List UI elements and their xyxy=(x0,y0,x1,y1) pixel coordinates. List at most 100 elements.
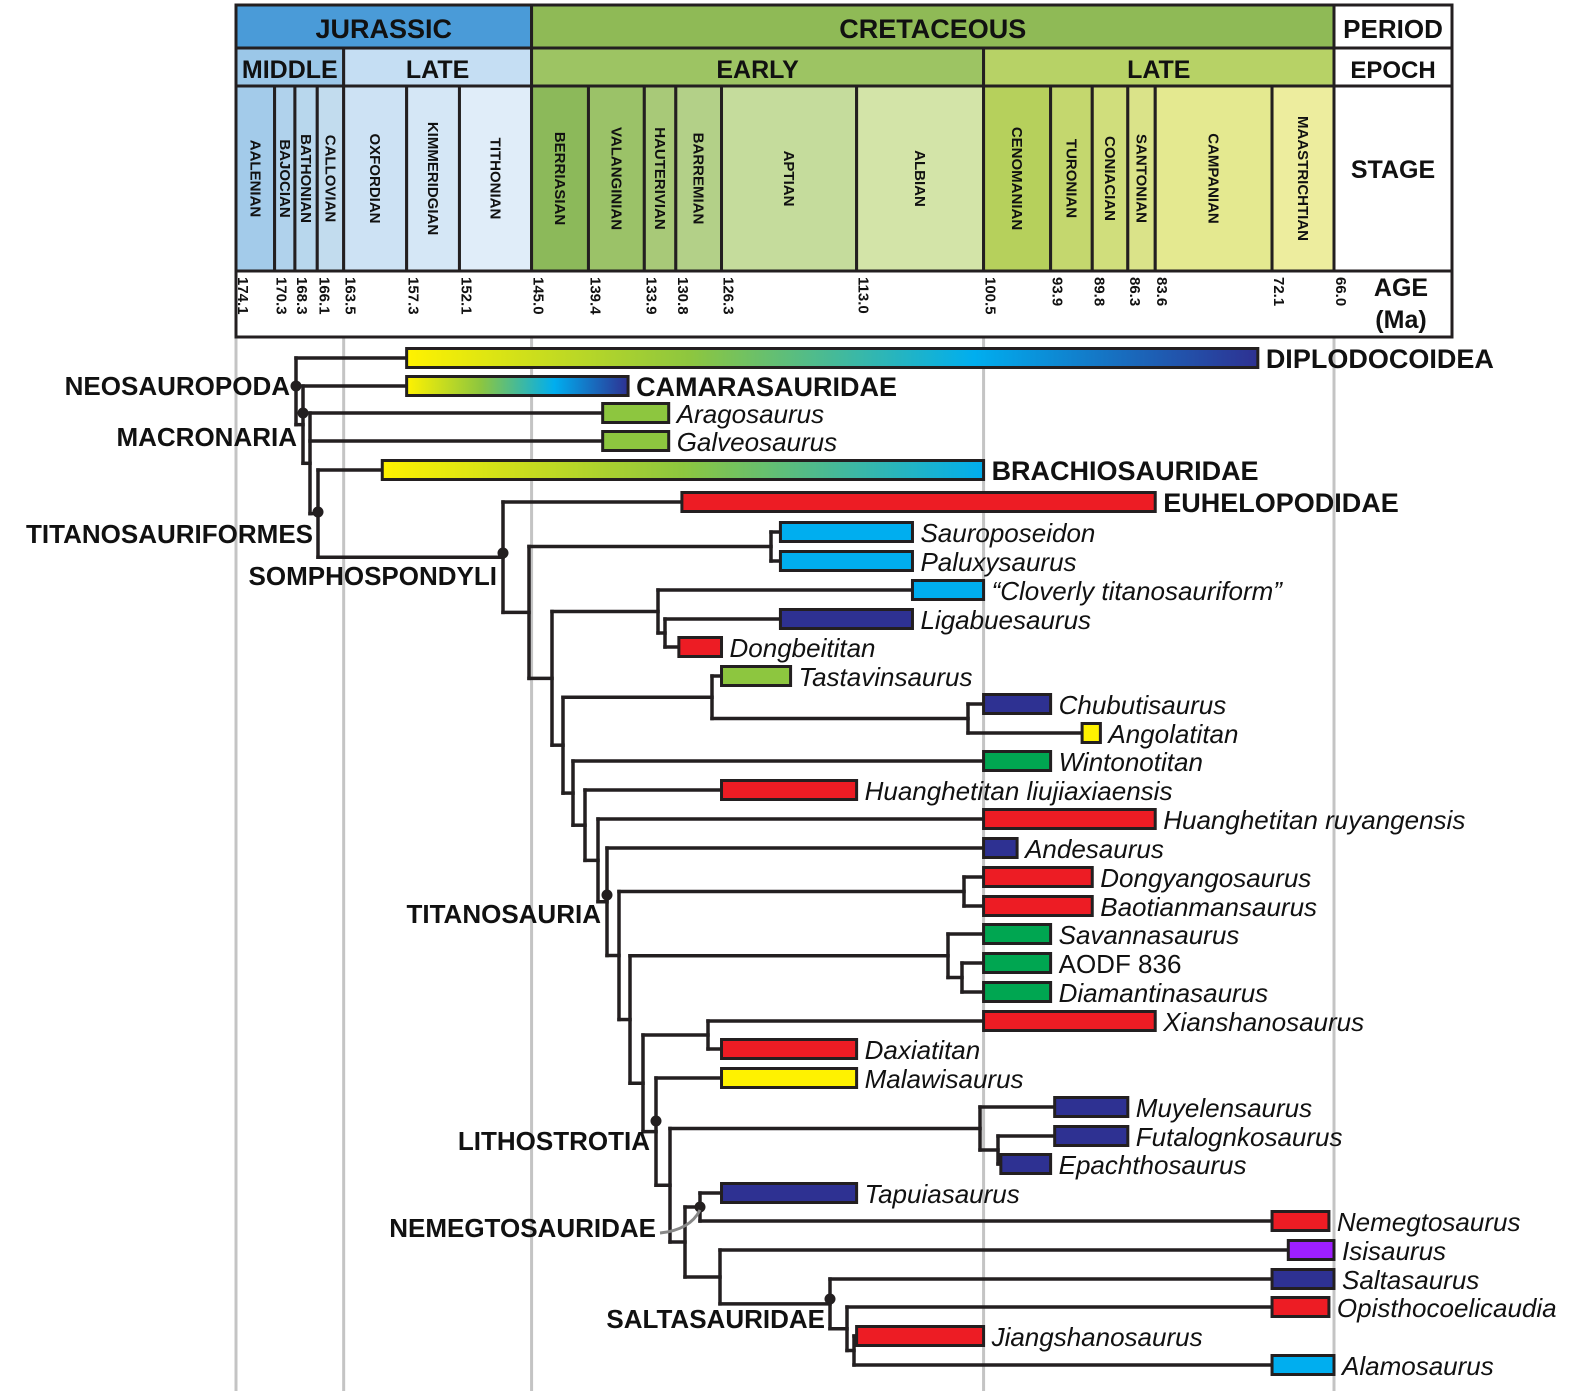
age-tick-label: 100.5 xyxy=(982,277,999,315)
range-bar-euhelopodidae xyxy=(680,491,1157,513)
taxon-label-saltasaurus: Saltasaurus xyxy=(1342,1265,1479,1295)
range-bar-huanghetitan-ruyangensis xyxy=(982,808,1157,830)
taxon-label-daxiatitan: Daxiatitan xyxy=(865,1035,981,1065)
age-tick-label: 174.1 xyxy=(234,277,251,315)
taxon-label-sauroposeidon: Sauroposeidon xyxy=(920,518,1095,548)
age-tick-label: 72.1 xyxy=(1270,277,1287,306)
range-bar-tastavinsaurus xyxy=(720,665,793,687)
stage-cell-aptian xyxy=(720,84,859,273)
taxon-label-nemegtosaurus: Nemegtosaurus xyxy=(1337,1207,1521,1237)
stage-cell-kimmeridgian xyxy=(405,84,461,273)
range-bar-xianshanosaurus xyxy=(982,1010,1157,1032)
range-bar-dongyangosaurus xyxy=(982,866,1094,888)
taxon-label-muyelensaurus: Muyelensaurus xyxy=(1136,1093,1312,1123)
stage-label: AALENIAN xyxy=(246,140,263,218)
age-tick-label: 166.1 xyxy=(315,277,332,315)
period-label: CRETACEOUS xyxy=(839,14,1026,44)
stage-label: CALLOVIAN xyxy=(321,135,338,223)
range-bar-dongbeititan xyxy=(677,636,724,658)
age-tick-label: 126.3 xyxy=(720,277,737,315)
range-bar-alamosaurus xyxy=(1270,1354,1336,1376)
taxon-label-diplodocoidea: DIPLODOCOIDEA xyxy=(1266,344,1494,374)
taxon-label-wintonotitan: Wintonotitan xyxy=(1059,747,1203,777)
range-bar-andesaurus xyxy=(982,837,1019,859)
taxon-label-galveosaurus: Galveosaurus xyxy=(677,427,837,457)
clade-label-lithostrotia: LITHOSTROTIA xyxy=(458,1126,650,1156)
range-bar-huanghetitan-liujiaxiaensis xyxy=(720,779,859,801)
range-bar-savannasaurus xyxy=(982,923,1053,945)
range-bar-wintonotitan xyxy=(982,750,1053,772)
range-bar-epachthosaurus xyxy=(999,1153,1053,1175)
range-bar-muyelensaurus xyxy=(1053,1096,1130,1118)
stage-cell-barremian xyxy=(674,84,724,273)
node-dot-lithostrotia xyxy=(650,1115,662,1127)
node-dot-saltasauridae xyxy=(824,1293,836,1305)
range-bar-aragosaurus xyxy=(601,402,671,424)
taxon-label-xianshanosaurus: Xianshanosaurus xyxy=(1162,1007,1364,1037)
taxon-label-camarasauridae: CAMARASAURIDAE xyxy=(636,372,897,402)
period-row-label: PERIOD xyxy=(1343,14,1443,44)
stage-label: KIMMERIDGIAN xyxy=(424,122,441,235)
range-bar-ligabuesaurus xyxy=(778,608,914,630)
taxon-label-paluxysaurus: Paluxysaurus xyxy=(920,547,1076,577)
range-bar-chubutisaurus xyxy=(982,693,1053,715)
range-bar-baotianmansaurus xyxy=(982,895,1094,917)
taxon-labels: DIPLODOCOIDEA CAMARASAURIDAEAragosaurusGa… xyxy=(636,344,1557,1381)
taxon-label-jiangshanosaurus: Jiangshanosaurus xyxy=(991,1322,1203,1352)
age-tick-label: 170.3 xyxy=(273,277,290,315)
taxon-label-savannasaurus: Savannasaurus xyxy=(1059,920,1240,950)
stage-label: BARREMIAN xyxy=(690,133,707,225)
taxon-label-alamosaurus: Alamosaurus xyxy=(1340,1351,1494,1381)
taxon-label-tastavinsaurus: Tastavinsaurus xyxy=(799,662,973,692)
taxon-label-andesaurus: Andesaurus xyxy=(1023,834,1164,864)
stratigraphic-range-bars xyxy=(380,347,1336,1376)
node-dot-titanosauriformes xyxy=(312,506,324,518)
cladogram-branches xyxy=(294,356,1291,1367)
taxon-label-futalognkosaurus: Futalognkosaurus xyxy=(1136,1122,1343,1152)
clade-node-markers xyxy=(290,380,836,1305)
clade-label-nemegtosauridae: NEMEGTOSAURIDAE xyxy=(389,1213,656,1243)
age-tick-label: 152.1 xyxy=(457,277,474,315)
taxon-label-chubutisaurus: Chubutisaurus xyxy=(1059,690,1227,720)
stage-label: HAUTERIVIAN xyxy=(651,127,668,230)
range-bar-galveosaurus xyxy=(601,430,671,452)
age-tick-label: 157.3 xyxy=(405,277,422,315)
taxon-label-huanghetitan-ruyangensis: Huanghetitan ruyangensis xyxy=(1163,805,1465,835)
range-bar-isisaurus xyxy=(1286,1239,1336,1261)
age-unit-label: (Ma) xyxy=(1375,306,1426,334)
stage-label: OXFORDIAN xyxy=(366,134,383,224)
epoch-label: EARLY xyxy=(716,56,799,84)
stage-label: BATHONIAN xyxy=(297,134,314,223)
range-bar-angolatitan xyxy=(1080,722,1102,744)
clade-label-titanosauria: TITANOSAURIA xyxy=(406,899,601,929)
age-tick-label: 66.0 xyxy=(1332,277,1349,306)
range-bar-jiangshanosaurus xyxy=(855,1325,986,1347)
range-bar-futalognkosaurus xyxy=(1053,1125,1130,1147)
range-bar-malawisaurus xyxy=(720,1067,859,1089)
taxon-label-ligabuesaurus: Ligabuesaurus xyxy=(920,605,1091,635)
age-tick-label: 145.0 xyxy=(530,277,547,315)
stage-row-label: STAGE xyxy=(1351,156,1435,184)
taxon-label-dongbeititan: Dongbeititan xyxy=(730,633,876,663)
epoch-row-label-cell xyxy=(1332,46,1454,88)
age-tick-label: 163.5 xyxy=(342,277,359,315)
taxon-label-aragosaurus: Aragosaurus xyxy=(675,399,824,429)
age-tick-label: 83.6 xyxy=(1153,277,1170,306)
epoch-cell-late-3 xyxy=(982,46,1336,88)
taxon-label-malawisaurus: Malawisaurus xyxy=(865,1064,1024,1094)
stage-label: CONIACIAN xyxy=(1101,136,1118,221)
range-bar-diplodocoidea xyxy=(405,347,1260,369)
stage-label: CAMPANIAN xyxy=(1205,133,1222,224)
range-bar-opisthocoelicaudia xyxy=(1270,1296,1331,1318)
range-bar-paluxysaurus xyxy=(778,550,914,572)
stage-label: VALANGINIAN xyxy=(607,127,624,230)
stage-label: APTIAN xyxy=(780,151,797,207)
taxon-label-diamantinasaurus: Diamantinasaurus xyxy=(1059,978,1269,1008)
taxon-label-tapuiasaurus: Tapuiasaurus xyxy=(865,1179,1020,1209)
taxon-label-angolatitan: Angolatitan xyxy=(1106,719,1238,749)
node-dot-neosauropoda xyxy=(290,380,302,392)
taxon-label-isisaurus: Isisaurus xyxy=(1342,1236,1446,1266)
stage-label: CENOMANIAN xyxy=(1008,127,1025,230)
